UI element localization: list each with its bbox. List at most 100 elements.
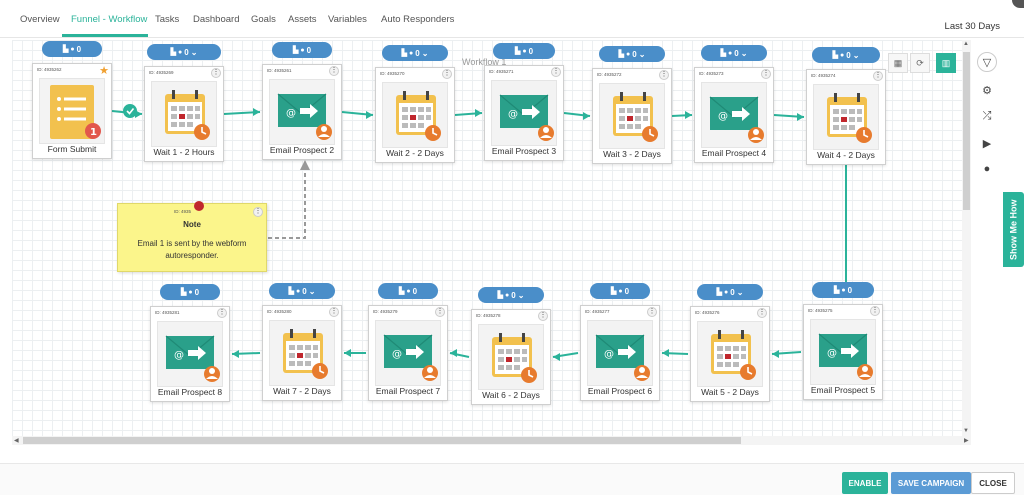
play-icon[interactable]: ▶ bbox=[982, 137, 992, 150]
scroll-left-icon[interactable]: ◀ bbox=[14, 438, 19, 444]
node-email-prospect-7[interactable]: ID: 4935279⋮ @ Email Prospect 7 bbox=[368, 305, 448, 401]
node-menu-icon[interactable]: ⋮ bbox=[435, 307, 445, 317]
person-icon: ● bbox=[618, 287, 623, 295]
note-menu-icon[interactable]: ⋮ bbox=[253, 207, 263, 217]
node-stats-pill[interactable]: ▙●0⌄ bbox=[478, 287, 544, 303]
node-email-prospect-6[interactable]: ID: 4935277⋮ @ Email Prospect 6 bbox=[580, 305, 660, 401]
calendar-icon bbox=[382, 82, 448, 148]
node-wait-6-2-days[interactable]: ID: 4935278⋮ Wait 6 - 2 Days bbox=[471, 309, 551, 405]
node-stats-pill[interactable]: ▙●0 bbox=[272, 42, 332, 58]
gear-icon[interactable]: ⚙ bbox=[982, 84, 992, 97]
vertical-scrollbar[interactable] bbox=[962, 40, 971, 436]
tab-assets[interactable]: Assets bbox=[288, 14, 317, 25]
comment-icon[interactable]: ● bbox=[983, 163, 991, 175]
node-stats-pill[interactable]: ▙●0⌄ bbox=[599, 46, 665, 62]
save-campaign-button[interactable]: SAVE CAMPAIGN bbox=[891, 472, 971, 494]
node-menu-icon[interactable]: ⋮ bbox=[659, 70, 669, 80]
node-label: Email Prospect 3 bbox=[491, 146, 557, 156]
tab-variables[interactable]: Variables bbox=[328, 14, 367, 25]
scroll-down-icon[interactable]: ▼ bbox=[963, 428, 969, 434]
scroll-right-icon[interactable]: ▶ bbox=[964, 438, 969, 444]
help-icon[interactable] bbox=[1012, 0, 1024, 8]
node-stats-pill[interactable]: ▙●0 bbox=[812, 282, 874, 298]
chart-icon: ▙ bbox=[514, 48, 521, 55]
pushpin-icon bbox=[194, 201, 204, 211]
horizontal-scrollbar[interactable] bbox=[12, 436, 971, 445]
person-icon: ● bbox=[841, 286, 846, 294]
node-menu-icon[interactable]: ⋮ bbox=[217, 308, 227, 318]
tab-funnel-workflow[interactable]: Funnel - Workflow bbox=[71, 14, 148, 25]
node-menu-icon[interactable]: ⋮ bbox=[329, 66, 339, 76]
form-icon: 1 bbox=[39, 78, 105, 144]
node-menu-icon[interactable]: ⋮ bbox=[647, 307, 657, 317]
enable-button[interactable]: ENABLE bbox=[842, 472, 888, 494]
tab-goals[interactable]: Goals bbox=[251, 14, 276, 25]
node-stats-pill[interactable]: ▙●0 bbox=[160, 284, 220, 300]
node-menu-icon[interactable]: ⋮ bbox=[870, 306, 880, 316]
date-range-selector[interactable]: Last 30 Days bbox=[944, 21, 1000, 32]
node-stats-pill[interactable]: ▙●0 bbox=[590, 283, 650, 299]
star-icon[interactable]: ★ bbox=[99, 65, 109, 77]
node-stats-pill[interactable]: ▙●0 bbox=[378, 283, 438, 299]
node-stats-pill[interactable]: ▙●0 bbox=[42, 41, 102, 57]
node-wait-7-2-days[interactable]: ID: 4935280⋮ Wait 7 - 2 Days bbox=[262, 305, 342, 401]
node-email-prospect-5[interactable]: ID: 4935275⋮ @ Email Prospect 5 bbox=[803, 304, 883, 400]
node-menu-icon[interactable]: ⋮ bbox=[442, 69, 452, 79]
node-stats-pill[interactable]: ▙●0⌄ bbox=[269, 283, 335, 299]
node-email-prospect-2[interactable]: ID: 4935261⋮ @ Email Prospect 2 bbox=[262, 64, 342, 160]
node-email-prospect-8[interactable]: ID: 4935281⋮ @ Email Prospect 8 bbox=[150, 306, 230, 402]
node-menu-icon[interactable]: ⋮ bbox=[538, 311, 548, 321]
chevron-down-icon[interactable]: ⌄ bbox=[852, 50, 860, 60]
node-id: ID: 4935277 bbox=[585, 309, 610, 314]
node-stats-pill[interactable]: ▙●0⌄ bbox=[382, 45, 448, 61]
horizontal-scroll-thumb[interactable] bbox=[23, 437, 741, 444]
tab-tasks[interactable]: Tasks bbox=[155, 14, 180, 25]
tab-auto-responders[interactable]: Auto Responders bbox=[381, 14, 455, 25]
node-stats-pill[interactable]: ▙●0⌄ bbox=[147, 44, 221, 60]
show-me-how-tab[interactable]: Show Me How bbox=[1003, 192, 1024, 267]
node-form-submit[interactable]: ID: 4935262★ 1 Form Submit bbox=[32, 63, 112, 159]
node-label: Wait 6 - 2 Days bbox=[482, 390, 540, 400]
node-menu-icon[interactable]: ⋮ bbox=[551, 67, 561, 77]
node-stats-pill[interactable]: ▙●0 bbox=[493, 43, 555, 59]
node-menu-icon[interactable]: ⋮ bbox=[211, 68, 221, 78]
person-icon: ● bbox=[724, 288, 729, 296]
chart-icon: ▙ bbox=[288, 288, 294, 295]
node-stats-pill[interactable]: ▙●0⌄ bbox=[701, 45, 767, 61]
node-wait-3-2-days[interactable]: ID: 4935272⋮ Wait 3 - 2 Days bbox=[592, 68, 672, 164]
node-wait-2-2-days[interactable]: ID: 4935270⋮ Wait 2 - 2 Days bbox=[375, 67, 455, 163]
node-email-prospect-3[interactable]: ID: 4935271⋮ @ Email Prospect 3 bbox=[484, 65, 564, 161]
chart-icon: ▙ bbox=[720, 50, 726, 57]
scroll-up-icon[interactable]: ▲ bbox=[963, 41, 969, 47]
tab-dashboard[interactable]: Dashboard bbox=[193, 14, 240, 25]
svg-text:@: @ bbox=[827, 348, 837, 359]
close-button[interactable]: CLOSE bbox=[971, 472, 1015, 494]
stats-view-icon[interactable]: ▥ bbox=[936, 53, 956, 73]
chevron-down-icon[interactable]: ⌄ bbox=[190, 47, 198, 57]
chevron-down-icon[interactable]: ⌄ bbox=[736, 287, 744, 297]
vertical-scroll-thumb[interactable] bbox=[963, 52, 970, 210]
sticky-note[interactable]: ID: 4935 ⋮ Note Email 1 is sent by the w… bbox=[117, 201, 267, 272]
chevron-down-icon[interactable]: ⌄ bbox=[740, 48, 748, 58]
node-wait-1-2-hours[interactable]: ID: 4935269⋮ Wait 1 - 2 Hours bbox=[144, 66, 224, 162]
chevron-down-icon[interactable]: ⌄ bbox=[421, 48, 429, 58]
node-menu-icon[interactable]: ⋮ bbox=[761, 69, 771, 79]
chevron-down-icon[interactable]: ⌄ bbox=[308, 286, 316, 296]
node-id: ID: 4935273 bbox=[699, 71, 724, 76]
refresh-icon[interactable]: ⟳ bbox=[910, 53, 930, 73]
grid-view-icon[interactable]: ▦ bbox=[888, 53, 908, 73]
node-email-prospect-4[interactable]: ID: 4935273⋮ @ Email Prospect 4 bbox=[694, 67, 774, 163]
chevron-down-icon[interactable]: ⌄ bbox=[517, 290, 525, 300]
node-stats-pill[interactable]: ▙●0⌄ bbox=[812, 47, 880, 63]
node-menu-icon[interactable]: ⋮ bbox=[757, 308, 767, 318]
node-wait-5-2-days[interactable]: ID: 4935276⋮ Wait 5 - 2 Days bbox=[690, 306, 770, 402]
node-wait-4-2-days[interactable]: ID: 4935274⋮ Wait 4 - 2 Days bbox=[806, 69, 886, 165]
filter-icon[interactable]: ▽ bbox=[977, 52, 997, 72]
chevron-down-icon[interactable]: ⌄ bbox=[638, 49, 646, 59]
node-menu-icon[interactable]: ⋮ bbox=[873, 71, 883, 81]
node-stats-pill[interactable]: ▙●0⌄ bbox=[697, 284, 763, 300]
calendar-icon bbox=[478, 324, 544, 390]
node-menu-icon[interactable]: ⋮ bbox=[329, 307, 339, 317]
shuffle-icon[interactable]: ⤮ bbox=[982, 109, 992, 122]
tab-overview[interactable]: Overview bbox=[20, 14, 60, 25]
